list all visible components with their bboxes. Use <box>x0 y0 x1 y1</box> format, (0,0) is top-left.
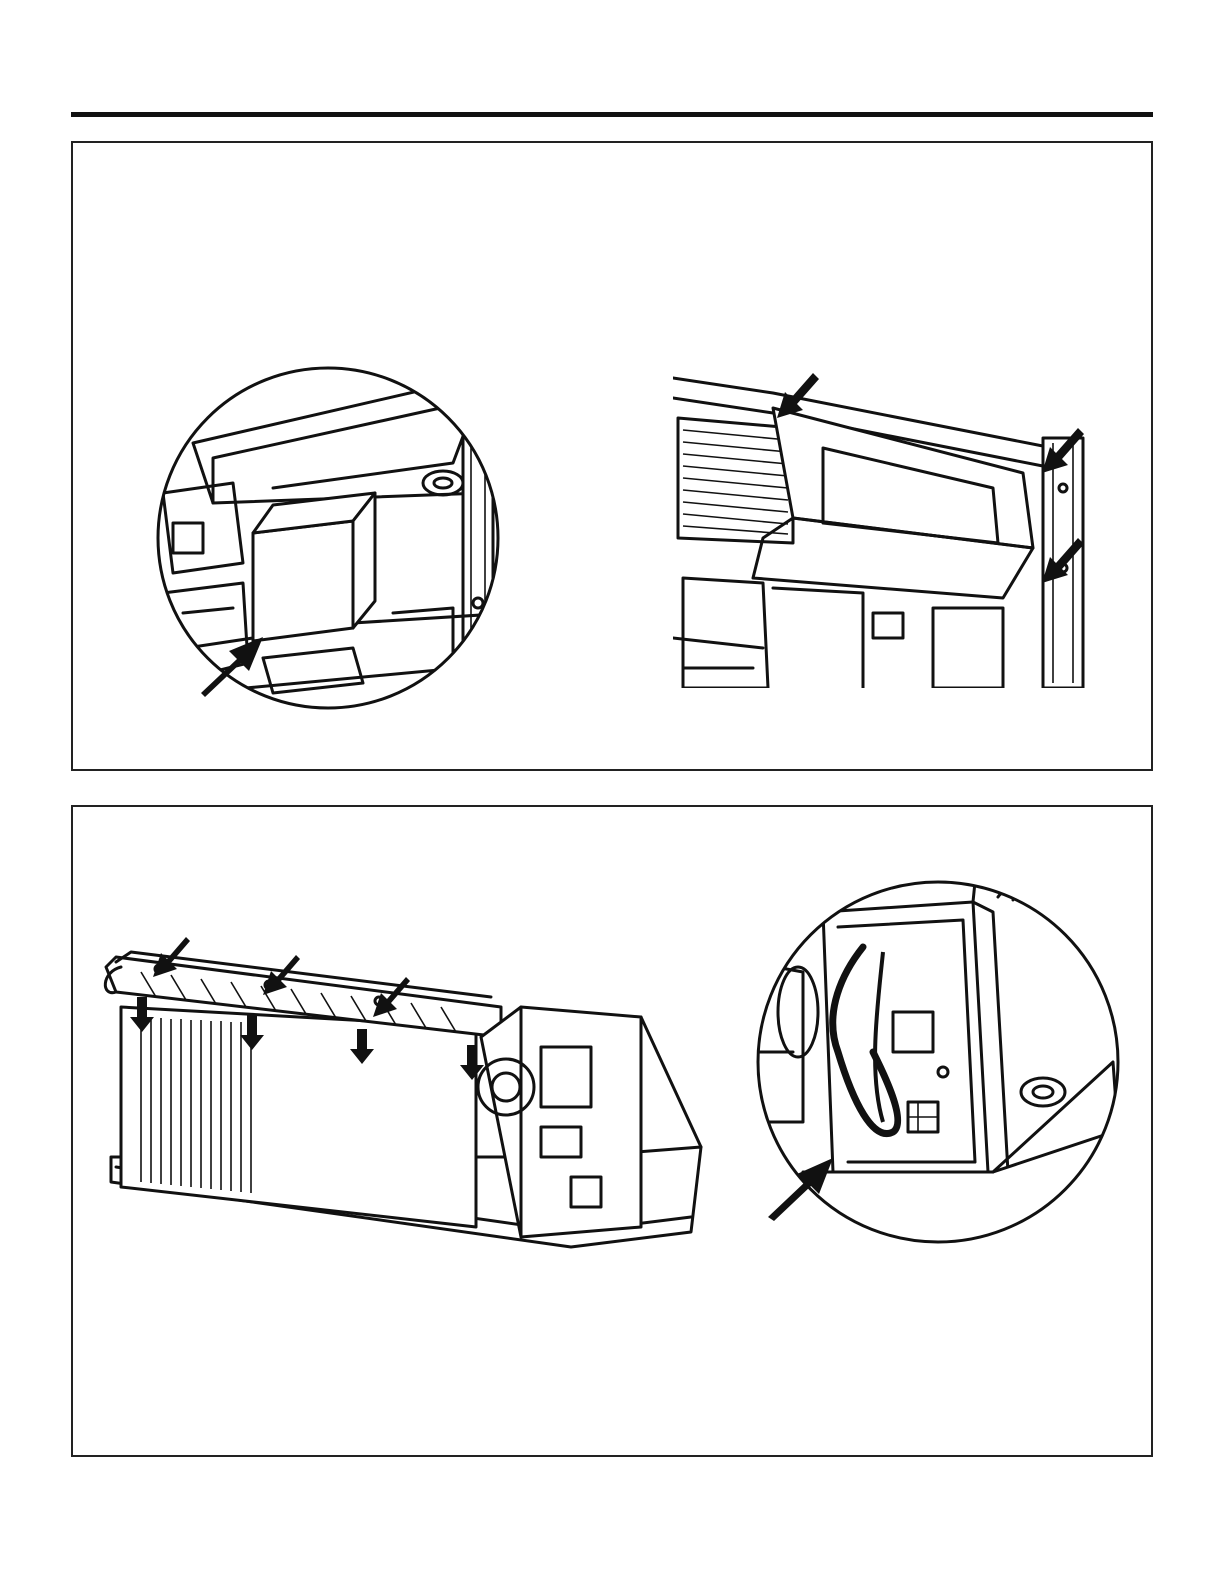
bottom-panel <box>71 805 1153 1457</box>
header-rule <box>71 112 1153 117</box>
figure-bottom-left-unit <box>101 937 711 1297</box>
figure-top-left-detail <box>153 363 523 723</box>
figure-top-right-view <box>673 368 1093 698</box>
figure-bottom-right-detail <box>743 872 1123 1252</box>
top-panel <box>71 141 1153 771</box>
